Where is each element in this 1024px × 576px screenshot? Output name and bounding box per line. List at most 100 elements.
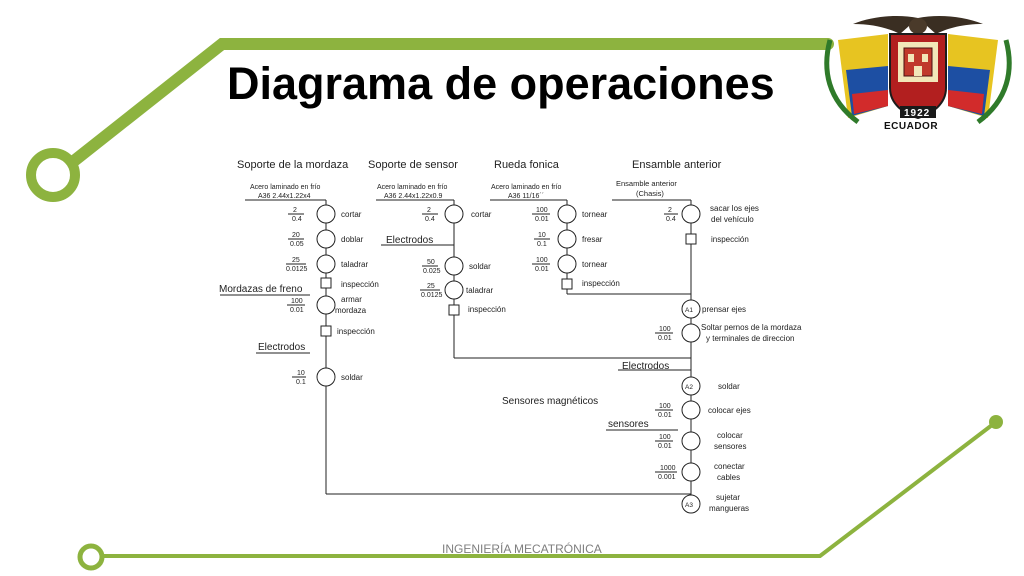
- inspection-label: inspección: [582, 279, 620, 288]
- c1-op-armar: 100 0.01 armar mordaza: [287, 295, 367, 315]
- op-time: 50: [427, 259, 435, 266]
- c1-op-doblar: 20 0.05 doblar: [288, 229, 364, 249]
- c1-material2: A36 2.44x1.22x4: [258, 193, 311, 200]
- electrodos1-input-label: Electrodos: [258, 342, 305, 353]
- operation-circle: [316, 367, 336, 387]
- top-accent-line: [54, 38, 834, 178]
- op-rate: 0.01: [658, 412, 672, 419]
- inspection-label: inspección: [337, 327, 375, 336]
- op-rate: 0.4: [666, 216, 676, 223]
- slide-title: Diagrama de operaciones: [227, 58, 775, 109]
- operation-circle: [316, 254, 336, 274]
- flag-left-red: [852, 90, 888, 114]
- op-time: 10: [538, 232, 546, 239]
- c4-header: Ensamble anterior: [632, 159, 722, 171]
- op-label: tornear: [582, 260, 608, 269]
- op-time: 20: [292, 232, 300, 239]
- condor-left-wing: [853, 16, 918, 34]
- electrodos2-input-label: Electrodos: [386, 235, 433, 246]
- bottom-accent-line: [98, 420, 998, 558]
- operation-circle: [557, 254, 577, 274]
- c4-op-colocar-ejes: 100 0.01 colocar ejes: [655, 400, 751, 420]
- op-label-line1: conectar: [714, 462, 745, 471]
- op-time: 2: [427, 207, 431, 214]
- op-rate: 0.001: [658, 474, 676, 481]
- electrodos3-input-label: Electrodos: [622, 361, 669, 372]
- c1-op-soldar: 10 0.1 soldar: [292, 367, 363, 387]
- operation-circle: [681, 462, 701, 482]
- top-accent-ring: [26, 148, 80, 202]
- op-label: cortar: [471, 210, 492, 219]
- assembly-tag: A2: [685, 384, 693, 391]
- op-label: taladrar: [341, 260, 368, 269]
- operation-circle: [316, 204, 336, 224]
- assembly-tag: A3: [685, 502, 693, 509]
- condor-right-wing: [918, 16, 983, 34]
- c3-op-tornear2: 100 0.01 tornear: [532, 254, 608, 274]
- op-label-line2: cables: [717, 473, 740, 482]
- assembly-a2: A2 soldar: [681, 376, 740, 396]
- footer-text: INGENIERÍA MECATRÓNICA: [442, 542, 602, 556]
- c1-header: Soporte de la mordaza: [237, 159, 349, 171]
- operation-circle: [681, 323, 701, 343]
- op-rate: 0.1: [537, 241, 547, 248]
- op-time: 2: [668, 207, 672, 214]
- operation-circle: [444, 280, 464, 300]
- op-label: tornear: [582, 210, 608, 219]
- c1-material1: Acero laminado en frío: [250, 184, 321, 191]
- op-time: 2: [293, 207, 297, 214]
- op-time: 1000: [660, 465, 676, 472]
- assembly-label: prensar ejes: [702, 305, 746, 314]
- c3-op-fresar: 10 0.1 fresar: [534, 229, 603, 249]
- op-rate: 0.4: [425, 216, 435, 223]
- inspection-label: inspección: [468, 305, 506, 314]
- c2-op-taladrar: 25 0.0125 taladrar: [420, 280, 493, 300]
- op-rate: 0.0125: [286, 266, 308, 273]
- op-label: doblar: [341, 235, 364, 244]
- assembly-tag: A1: [685, 307, 693, 314]
- op-label-line1: Soltar pernos de la mordaza: [701, 323, 802, 332]
- op-time: 100: [659, 434, 671, 441]
- operation-circle: [681, 400, 701, 420]
- operation-circle: [681, 204, 701, 224]
- op-label-line2: del vehículo: [711, 215, 754, 224]
- c1-op-cortar: 2 0.4 cortar: [288, 204, 362, 224]
- op-time: 25: [292, 257, 300, 264]
- assembly-circle: [681, 299, 701, 319]
- op-rate: 0.01: [535, 266, 549, 273]
- inspection-square: [685, 233, 697, 245]
- op-label: cortar: [341, 210, 362, 219]
- op-label-line1: armar: [341, 295, 362, 304]
- condor-head: [909, 18, 927, 34]
- c4-material1: Ensamble anterior: [616, 179, 677, 188]
- castle-window-left: [908, 54, 914, 62]
- op-label-line2: sensores: [714, 442, 746, 451]
- op-rate: 0.0125: [421, 292, 443, 299]
- c2-material2: A36 2.44x1.22x0.9: [384, 193, 442, 200]
- castle-gate: [914, 66, 922, 76]
- op-rate: 0.1: [296, 379, 306, 386]
- op-rate: 0.025: [423, 268, 441, 275]
- inspection-label: inspección: [711, 235, 749, 244]
- operation-circle: [557, 229, 577, 249]
- operation-circle: [681, 431, 701, 451]
- inspection-square: [448, 304, 460, 316]
- sensores-input-label: sensores: [608, 419, 649, 430]
- op-label-line2: mordaza: [335, 306, 367, 315]
- c1-inspeccion: inspección: [320, 277, 379, 289]
- operation-circle: [444, 204, 464, 224]
- c4-op-conectar: 1000 0.001 conectar cables: [655, 462, 745, 482]
- c4-material2: (Chasis): [636, 189, 664, 198]
- sensores-magneticos-label: Sensores magnéticos: [502, 396, 598, 407]
- c2-material1: Acero laminado en frío: [377, 184, 448, 191]
- c3-op-tornear: 100 0.01 tornear: [532, 204, 608, 224]
- op-label: taladrar: [466, 286, 493, 295]
- operation-circle: [316, 229, 336, 249]
- inspection-square: [320, 277, 332, 289]
- c3-header: Rueda fonica: [494, 159, 560, 171]
- assembly-circle: [681, 494, 701, 514]
- c3-inspeccion: inspección: [561, 278, 620, 290]
- operation-circle: [316, 295, 336, 315]
